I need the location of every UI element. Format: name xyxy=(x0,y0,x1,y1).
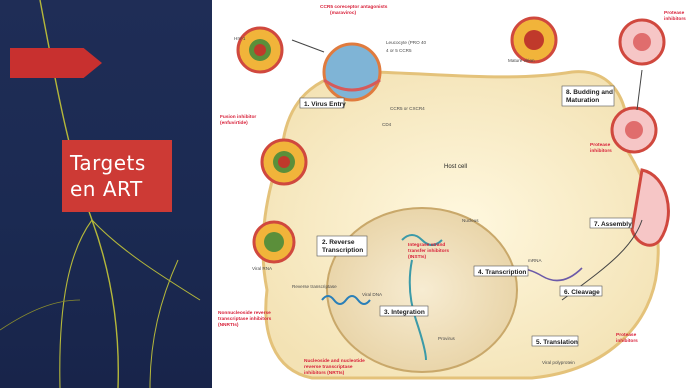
title-line-2: en ART xyxy=(70,176,172,202)
arrow-budding xyxy=(637,70,642,110)
mrna-label: mRNA xyxy=(528,258,542,263)
step-6-label: 6. Cleavage xyxy=(564,289,600,296)
nrti-label-b: reverse transcriptase xyxy=(304,364,353,370)
step-2-label-a: 2. Reverse xyxy=(322,239,355,246)
arrow-entry xyxy=(292,40,324,52)
host-cell-label: Host cell xyxy=(444,164,467,170)
reverse-transcriptase-label: Reverse transcriptase xyxy=(292,284,337,289)
integrase-inhibitor-c: (INSTIs) xyxy=(408,254,427,260)
nnrti-label-c: (NNRTIs) xyxy=(218,322,239,328)
hiv-label: HIV-1 xyxy=(234,36,246,41)
viral-rna-label: Viral RNA xyxy=(252,266,273,271)
nrti-label-a: Nucleoside and nucleotide xyxy=(304,358,365,364)
title-line-1: Targets xyxy=(70,150,172,176)
protease-inhibitor-2-a: Protease xyxy=(590,142,611,148)
fusion-inhibitor-label-b: (enfuvirtide) xyxy=(220,120,248,126)
nucleus-label: Nucleus xyxy=(462,218,479,223)
cd4-label: CD4 xyxy=(382,122,392,127)
leucocyte-label-b: 4 or 5 CCR5 xyxy=(386,48,412,53)
ccr5-antagonist-label-b: (maraviroc) xyxy=(330,10,357,16)
protease-inhibitor-1-a: Protease xyxy=(664,10,685,16)
step-2-label-b: Transcription xyxy=(322,247,363,254)
nnrti-label-b: transcriptase inhibitors xyxy=(218,316,272,322)
nnrti-label-a: Nonnucleoside reverse xyxy=(218,310,271,316)
protease-inhibitor-1-b: inhibitors xyxy=(664,16,686,22)
polyprotein-label: Viral polyprotein xyxy=(542,360,575,365)
title-box: Targets en ART xyxy=(62,140,172,212)
step-7-label: 7. Assembly xyxy=(594,221,632,228)
diagram-svg: 1. Virus Entry 2. Reverse Transcription … xyxy=(212,0,699,388)
virus-1 xyxy=(238,28,282,72)
entry-virus xyxy=(324,44,380,100)
protease-inhibitor-3-a: Protease xyxy=(616,332,637,338)
step-8-label-b: Maturation xyxy=(566,97,599,104)
virus-5 xyxy=(620,20,664,64)
step-5-label: 5. Translation xyxy=(536,339,578,346)
leucocyte-label-a: Leucocyte (PRO 40 xyxy=(386,40,427,45)
step-4-label: 4. Transcription xyxy=(478,269,526,276)
virus-4 xyxy=(512,18,556,62)
hiv-lifecycle-diagram: 1. Virus Entry 2. Reverse Transcription … xyxy=(212,0,699,388)
ccr5-antagonist-label-a: CCR5 coreceptor antagonists xyxy=(320,4,388,10)
step-3-label: 3. Integration xyxy=(384,309,425,316)
step-8-label-a: 8. Budding and xyxy=(566,89,613,96)
viral-dna-label: Viral DNA xyxy=(362,292,383,297)
provirus-label: Provirus xyxy=(438,336,456,341)
integrase-inhibitor-a: Integrase strand xyxy=(408,242,445,248)
virus-2 xyxy=(262,140,306,184)
mature-virion-label: Mature virion xyxy=(508,58,535,63)
nucleus xyxy=(327,208,517,372)
protease-inhibitor-2-b: inhibitors xyxy=(590,148,612,154)
title-panel: Targets en ART xyxy=(0,0,212,388)
ccr5-label: CCR5 or CXCR4 xyxy=(390,106,425,111)
protease-inhibitor-3-b: inhibitors xyxy=(616,338,638,344)
fusion-inhibitor-label-a: Fusion inhibitor xyxy=(220,114,256,120)
integrase-inhibitor-b: transfer inhibitors xyxy=(408,248,449,254)
virus-6 xyxy=(612,108,656,152)
step-1-label: 1. Virus Entry xyxy=(304,101,346,108)
nrti-label-c: inhibitors (NRTIs) xyxy=(304,370,345,376)
red-arrow-banner xyxy=(10,48,102,78)
virus-3 xyxy=(254,222,294,262)
